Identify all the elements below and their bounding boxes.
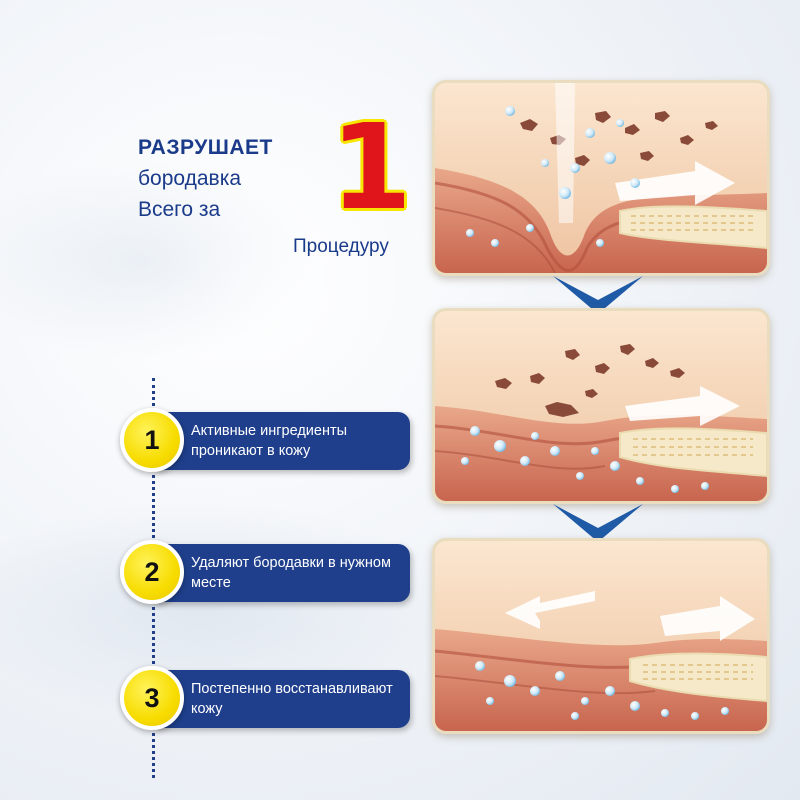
big-number-one: 1: [330, 98, 413, 236]
step-3-badge: [120, 666, 184, 730]
step-3: Постепенно восстанавливают кожу 3: [120, 666, 410, 730]
step-3-text: Постепенно восстанавливают кожу: [191, 681, 393, 717]
step-2-text: Удаляют бородавки в нужном месте: [191, 555, 391, 591]
step-2-number: 2: [144, 557, 160, 587]
step-3-banner: [155, 670, 410, 728]
skin-illustration-1: [432, 80, 770, 276]
procedure-label: Процедуру: [293, 236, 389, 257]
step-1-badge: [120, 408, 184, 472]
step-1-number: 1: [144, 425, 160, 455]
headline-line-1: РАЗРУШАЕТ: [138, 136, 273, 159]
step-2-badge: [120, 540, 184, 604]
step-3-number: 3: [144, 683, 160, 713]
headline-line-3: Всего за: [138, 198, 221, 221]
headline-text: РАЗРУШАЕТ бородавка Всего за: [138, 132, 273, 225]
chevron-down-icon: [553, 276, 643, 314]
step-1: Активные ингредиенты проникают в кожу 1: [120, 408, 410, 472]
skin-illustration-3: [432, 538, 770, 734]
step-2: Удаляют бородавки в нужном месте 2: [120, 540, 410, 604]
step-2-banner: [155, 544, 410, 602]
skin-illustration-2: [432, 308, 770, 504]
chevron-down-icon: [553, 504, 643, 542]
headline-line-2: бородавка: [138, 167, 242, 190]
step-1-banner: [155, 412, 410, 470]
step-1-text: Активные ингредиенты проникают в кожу: [191, 423, 348, 459]
